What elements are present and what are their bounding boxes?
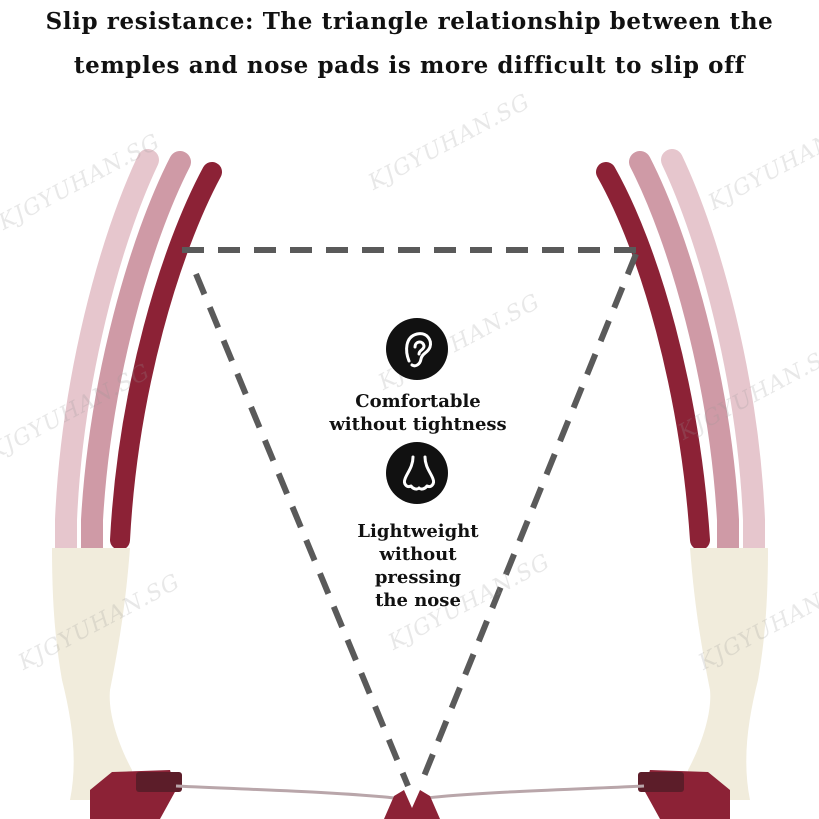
triangle-right-edge xyxy=(417,252,639,788)
headline-line-2: temples and nose pads is more difficult … xyxy=(73,52,746,79)
right-temple xyxy=(596,162,710,550)
right-ghost-temple-inner xyxy=(629,151,739,571)
left-ghost-temple-outer xyxy=(55,149,159,571)
right-temple-tip xyxy=(688,548,768,800)
left-temple xyxy=(110,162,222,550)
feature-comfort-text: Comfortable without tightness xyxy=(318,390,518,436)
left-ghost-temple-inner xyxy=(81,151,191,571)
headline-line-1: Slip resistance: The triangle relationsh… xyxy=(45,8,774,35)
right-ghost-temple-outer xyxy=(661,149,765,571)
left-hinge-piece xyxy=(136,772,182,792)
right-hinge-piece xyxy=(638,772,684,792)
ear-icon xyxy=(386,318,448,380)
triangle-left-edge xyxy=(193,272,411,788)
right-lens-edge xyxy=(425,784,645,800)
feature-lightweight-line-4: the nose xyxy=(375,590,461,611)
left-temple-tip xyxy=(52,548,132,800)
feature-comfort-line-2: without tightness xyxy=(329,414,507,435)
feature-lightweight-line-3: pressing xyxy=(374,567,462,588)
slip-resistance-triangle xyxy=(182,247,639,788)
headline: Slip resistance: The triangle relationsh… xyxy=(0,0,819,88)
feature-lightweight-text: Lightweight without pressing the nose xyxy=(318,520,518,612)
nose-bridge xyxy=(384,790,440,819)
left-lens-edge xyxy=(175,784,395,800)
feature-comfort-line-1: Comfortable xyxy=(355,391,481,412)
feature-lightweight-line-1: Lightweight xyxy=(357,521,479,542)
nose-icon xyxy=(386,442,448,504)
feature-lightweight-line-2: without xyxy=(379,544,457,565)
